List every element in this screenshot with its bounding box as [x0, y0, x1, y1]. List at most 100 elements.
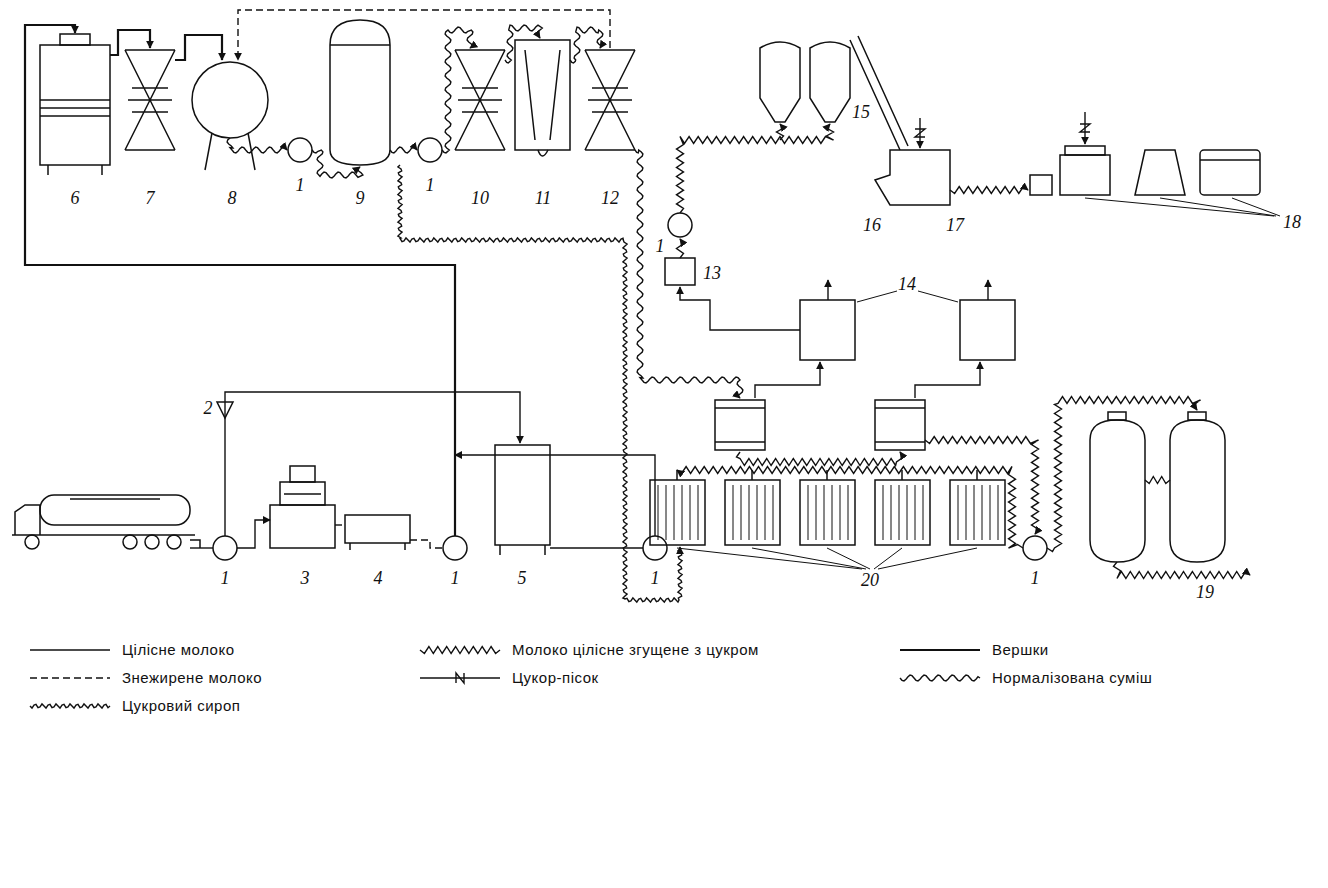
cream-tank [40, 115, 110, 117]
callout-number: 14 [898, 275, 916, 293]
pipeline [390, 147, 417, 153]
pump [213, 536, 237, 560]
crystallizer-cooler [698, 485, 699, 540]
evaporator [715, 407, 765, 409]
separator [284, 493, 321, 495]
pump [643, 536, 667, 560]
holder [515, 40, 570, 156]
cream-tank [40, 34, 110, 175]
callout-number: 3 [301, 569, 310, 587]
legend-line-sample [900, 649, 980, 651]
callout-number: 5 [518, 569, 527, 587]
legend-line-sample [420, 647, 500, 654]
mixing-vessel [192, 62, 268, 138]
chute [850, 36, 908, 150]
legend-line-sample [900, 675, 980, 681]
evaporator [715, 400, 925, 450]
crystallizer-cooler [690, 485, 691, 540]
filling-machine [1200, 150, 1260, 195]
pump [1023, 536, 1047, 560]
pipeline [755, 362, 820, 398]
pump [213, 138, 1047, 560]
crystallizer-cooler [958, 485, 959, 540]
pump [443, 536, 467, 560]
filling-machine [1030, 175, 1052, 195]
hopper [810, 42, 850, 122]
sugar-dispenser [875, 150, 950, 205]
pipeline [505, 25, 542, 63]
crystallizer-cooler [848, 485, 849, 540]
filling-machine [1030, 146, 1260, 195]
pipeline [915, 129, 925, 137]
holder [538, 150, 548, 156]
milk-tanker [145, 535, 159, 549]
crystallizer-cooler [816, 485, 817, 540]
crystallizer-cooler [875, 480, 930, 545]
pipeline [25, 10, 1250, 602]
crystallizer-cooler [966, 485, 967, 540]
callout-number: 1 [651, 569, 660, 587]
callout-number: 13 [703, 264, 721, 282]
pipeline [680, 287, 800, 330]
callout-number: 1 [426, 176, 435, 194]
pipeline [110, 30, 150, 55]
pipeline [987, 280, 988, 300]
pipeline [550, 547, 643, 548]
pipeline [827, 280, 828, 300]
legend-line-sample [900, 649, 980, 651]
storage-tank [544, 545, 546, 555]
milk-tanker [15, 505, 40, 535]
cooler-tank [345, 515, 410, 550]
crystallizer-cooler [923, 485, 924, 540]
cooler-tank [404, 543, 406, 550]
storage-tank [495, 445, 550, 545]
legend-line-sample [30, 677, 110, 679]
legend-line-sample [420, 647, 500, 654]
legend-line-sample [420, 673, 500, 683]
crystallizer-cooler [725, 480, 780, 545]
crystallizer-cooler [832, 485, 833, 540]
vacuum-body [800, 300, 855, 360]
callout-number: 7 [146, 189, 155, 207]
pipeline [737, 452, 904, 466]
callout-number: 15 [852, 103, 870, 121]
pipeline [238, 10, 610, 60]
crystallizer-cooler [824, 485, 825, 540]
vacuum-body [960, 300, 1015, 360]
pipeline [442, 27, 473, 153]
cream-tank [101, 165, 103, 175]
evaporator [875, 407, 925, 409]
crystallizer-cooler [901, 470, 903, 480]
callout-number: 1 [221, 569, 230, 587]
crystallizer-cooler [666, 485, 667, 540]
crystallizer-cooler [976, 470, 978, 480]
callout-number: 1 [656, 237, 665, 255]
pipeline [175, 35, 222, 60]
cream-tank [40, 45, 110, 165]
legend-text: Цукровий сироп [122, 697, 240, 715]
callout-number: 9 [356, 189, 365, 207]
leader-line [677, 548, 977, 569]
cooler-tank [349, 543, 351, 550]
plate-heat-exchanger [585, 50, 635, 150]
separator [270, 466, 335, 548]
callout-number: 17 [946, 216, 964, 234]
crystallizer-cooler [682, 485, 683, 540]
legend-text: Вершки [992, 641, 1049, 659]
crystallizer-cooler [757, 485, 758, 540]
crystallizer-cooler [998, 485, 999, 540]
pipeline [335, 524, 345, 525]
mixing-vessel [192, 62, 268, 170]
pump [288, 138, 312, 162]
pipeline [1145, 477, 1170, 484]
pipeline [777, 124, 784, 140]
crystallizer-cooler [808, 485, 809, 540]
vacuum-cooler [1090, 412, 1225, 562]
hopper [760, 42, 850, 122]
pipeline [1080, 124, 1090, 132]
vacuum-cooler [1188, 412, 1206, 420]
pipeline [25, 25, 455, 536]
storage-vessel [330, 20, 390, 165]
callout-number: 6 [71, 189, 80, 207]
